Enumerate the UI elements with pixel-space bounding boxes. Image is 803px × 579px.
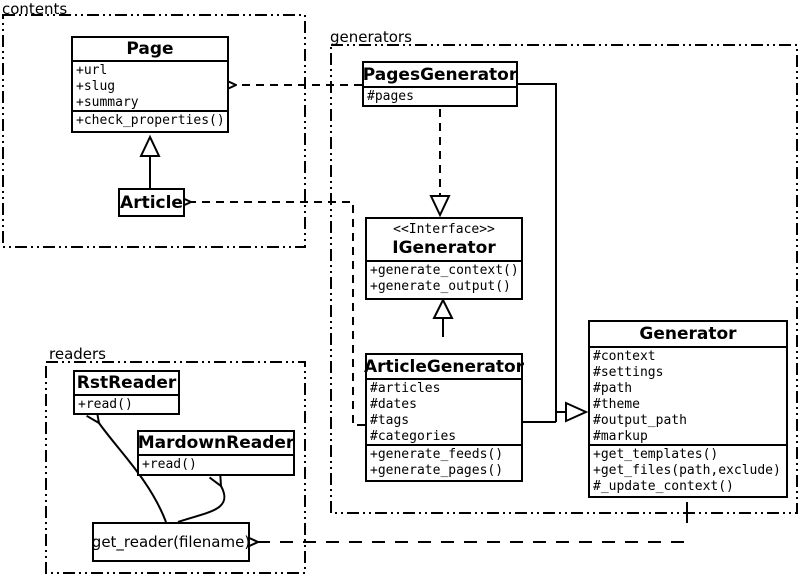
class-methods-mardownreader: +read()	[142, 457, 197, 472]
readers-package-border	[45, 361, 306, 574]
class-methods-generator: +get_templates() +get_files(path,exclude…	[593, 447, 781, 494]
generators-package-border	[330, 44, 798, 514]
class-name-igenerator: IGenerator	[392, 238, 496, 258]
class-box-rstreader: RstReader +read()	[73, 370, 180, 415]
class-methods-articlegenerator: +generate_feeds() +generate_pages()	[370, 447, 504, 478]
class-methods-page: +check_properties()	[76, 113, 225, 128]
class-attributes-page: +url +slug +summary	[73, 62, 227, 112]
class-name-mardownreader: MardownReader	[138, 432, 294, 456]
class-name-page: Page	[73, 38, 227, 62]
class-name-pagesgenerator: PagesGenerator	[363, 63, 517, 88]
getreader-to-mardownreader-arrow	[177, 486, 226, 523]
getreader-to-rstreader-arrow	[99, 423, 167, 523]
class-attributes-articlegenerator: #articles #dates #tags #categories	[367, 380, 521, 446]
readers-package-label: readers	[49, 345, 106, 363]
class-name-generator: Generator	[590, 322, 786, 348]
class-box-igenerator: <<Interface>> IGenerator +generate_conte…	[365, 217, 523, 300]
class-name-rstreader: RstReader	[75, 372, 178, 396]
class-attributes-pagesgenerator: #pages	[367, 89, 414, 104]
class-attributes-generator: #context #settings #path #theme #output_…	[590, 348, 786, 446]
generators-to-generator-triangle-icon	[565, 401, 589, 423]
get-reader-label: get_reader(filename)	[91, 533, 251, 551]
class-box-generator: Generator #context #settings #path #them…	[588, 320, 788, 498]
class-stereotype-igenerator: <<Interface>>	[393, 222, 495, 237]
class-box-page: Page +url +slug +summary +check_properti…	[71, 36, 229, 133]
class-methods-igenerator: +generate_context() +generate_output()	[370, 263, 519, 294]
class-name-article: Article	[120, 192, 183, 213]
class-box-articlegenerator: ArticleGenerator #articles #dates #tags …	[364, 353, 524, 482]
class-box-mardownreader: MardownReader +read()	[137, 430, 295, 476]
article-to-page-triangle-icon	[139, 134, 161, 157]
contents-package-border	[2, 14, 306, 248]
pagesgenerator-to-igenerator-triangle-icon	[429, 195, 451, 218]
class-name-articlegenerator: ArticleGenerator	[364, 355, 524, 380]
generators-to-generator-lines	[518, 83, 566, 423]
articlegenerator-to-article-dependency	[191, 202, 365, 426]
generators-package-label: generators	[330, 28, 412, 46]
contents-package-label: contents	[2, 0, 68, 18]
class-box-pagesgenerator: PagesGenerator #pages	[362, 61, 518, 107]
class-methods-rstreader: +read()	[78, 397, 133, 412]
class-box-article: Article	[118, 188, 185, 217]
articlegenerator-to-igenerator-triangle-icon	[432, 297, 454, 319]
get-reader-box: get_reader(filename)	[92, 522, 250, 562]
